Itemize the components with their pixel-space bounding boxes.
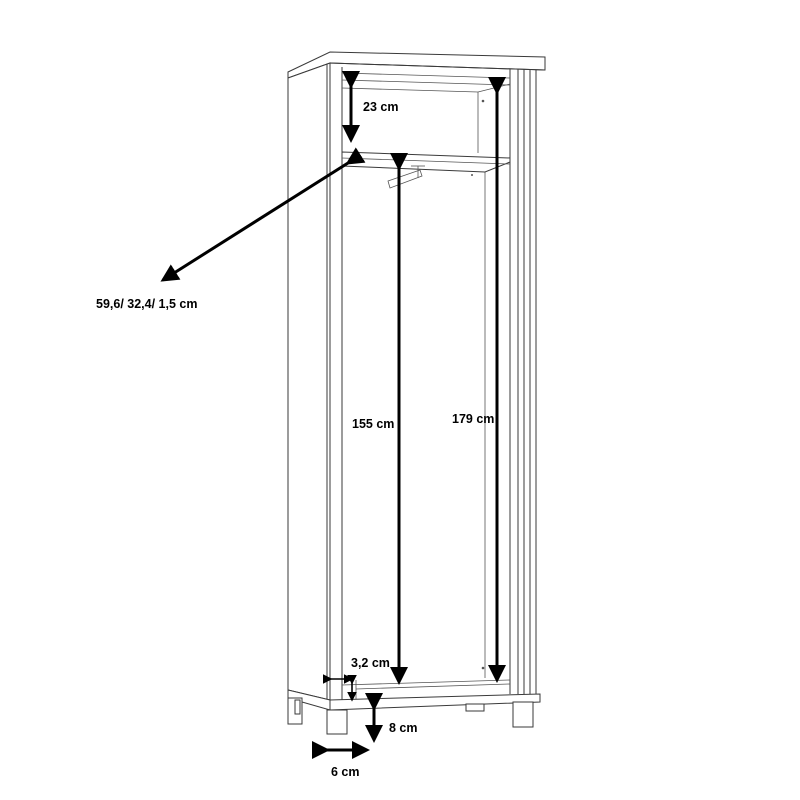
shelf — [341, 151, 511, 176]
label-leg-height: 8 cm — [389, 721, 418, 735]
label-base-gap: 3,2 cm — [351, 656, 390, 670]
cabinet-legs — [287, 697, 534, 735]
label-top-compartment: 23 cm — [363, 100, 399, 114]
arrow-panel-dims — [160, 147, 366, 282]
cabinet-left-side — [287, 62, 331, 701]
label-panel-dims: 59,6/ 32,4/ 1,5 cm — [96, 297, 198, 311]
label-leg-width: 6 cm — [331, 765, 360, 779]
label-hanging-height: 155 cm — [352, 417, 395, 431]
label-inner-height: 179 cm — [452, 412, 495, 426]
dimension-arrows — [160, 71, 506, 759]
